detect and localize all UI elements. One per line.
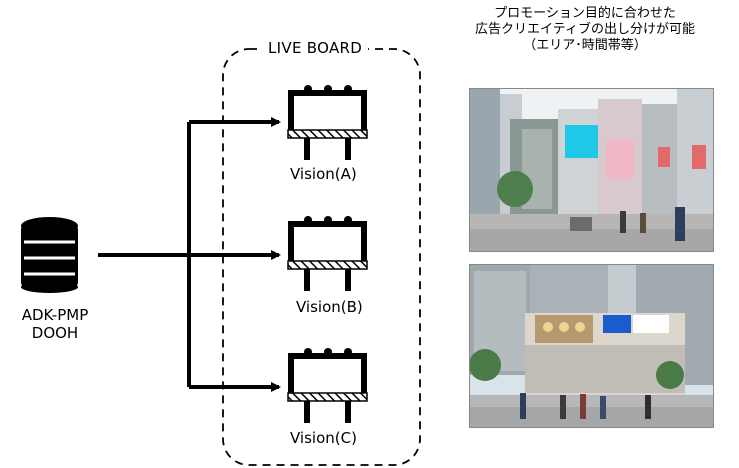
source-label: ADK-PMP DOOH [10, 306, 100, 342]
caption-line2: 広告クリエイティブの出し分けが可能 [475, 22, 695, 37]
billboard-icon [287, 216, 368, 291]
vision-c-label: Vision(C) [290, 429, 357, 447]
vision-b-label: Vision(B) [296, 298, 363, 316]
caption-line3: （エリア･時間帯等） [523, 38, 647, 53]
building-billboard-photo [469, 264, 714, 428]
source-label-line1: ADK-PMP [21, 306, 89, 324]
source-label-line2: DOOH [31, 324, 79, 342]
connector-lines [98, 117, 281, 392]
database-icon [21, 217, 78, 293]
caption-line1: プロモーション目的に合わせた [494, 6, 676, 21]
billboard-icon [287, 85, 368, 160]
caption: プロモーション目的に合わせた 広告クリエイティブの出し分けが可能 （エリア･時間… [440, 6, 730, 54]
board-title: LIVE BOARD [262, 41, 369, 56]
building-billboard-screen [603, 315, 631, 333]
vision-a-label: Vision(A) [290, 165, 357, 183]
billboard-icon [287, 348, 368, 423]
street-billboard-screen [565, 125, 599, 158]
street-scene-photo [469, 88, 714, 252]
